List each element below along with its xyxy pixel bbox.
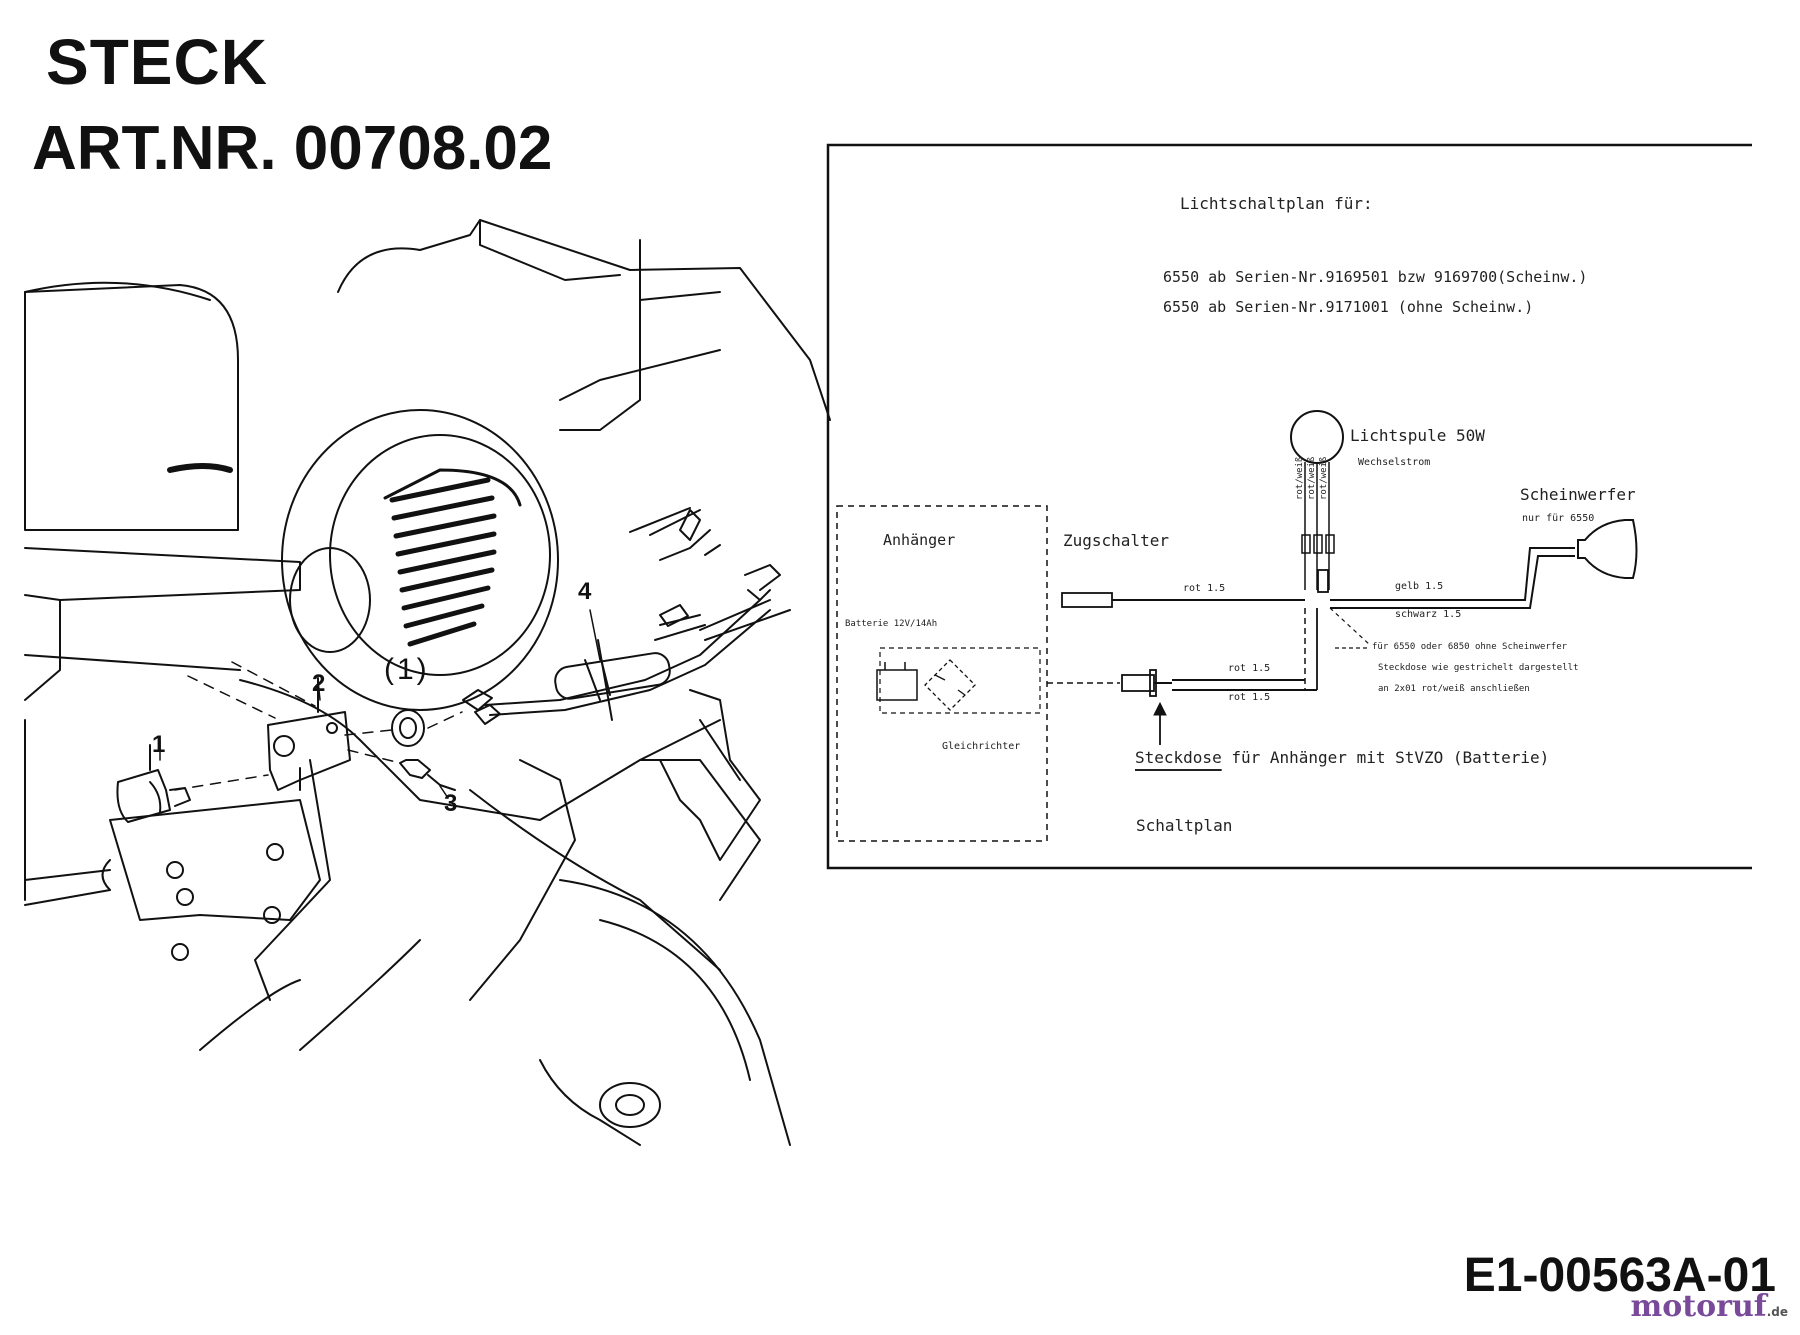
headlight-sublabel: nur für 6550 xyxy=(1522,513,1595,524)
trailer-label: Anhänger xyxy=(883,531,956,549)
schematic-caption: Schaltplan xyxy=(1136,816,1233,835)
callout-1: 1 xyxy=(152,731,166,758)
note-line-1: für 6550 oder 6850 ohne Scheinwerfer xyxy=(1372,642,1568,652)
callout-1-alt: (1) xyxy=(384,653,430,686)
socket-label: Steckdose für Anhänger mit StVZO (Batter… xyxy=(1135,750,1549,766)
watermark: motoruf.de xyxy=(1631,1292,1788,1322)
wiring-heading: Lichtschaltplan für: xyxy=(1180,194,1373,213)
wire-label-vertical-2: rot/weiß xyxy=(1307,456,1317,500)
wire-label-rot-1: rot 1.5 xyxy=(1183,583,1226,594)
callout-4: 4 xyxy=(578,578,592,605)
note-line-3: an 2x01 rot/weiß anschließen xyxy=(1378,684,1530,694)
watermark-main: motoruf xyxy=(1630,1289,1767,1324)
wire-label-rot-3: rot 1.5 xyxy=(1228,692,1271,703)
wire-label-rot-2: rot 1.5 xyxy=(1228,663,1271,674)
wire-label-gelb: gelb 1.5 xyxy=(1395,581,1444,592)
series-line-2: 6550 ab Serien-Nr.9171001 (ohne Scheinw.… xyxy=(1163,298,1534,316)
watermark-tld: .de xyxy=(1766,1305,1788,1319)
socket-label-rest: für Anhänger mit StVZO (Batterie) xyxy=(1231,748,1550,767)
headlight-label: Scheinwerfer xyxy=(1520,485,1636,504)
wire-label-vertical-1: rot/weiß xyxy=(1295,456,1305,500)
wire-label-vertical-3: rot/weiß xyxy=(1319,456,1329,500)
callout-3: 3 xyxy=(444,790,458,817)
wire-label-schwarz: schwarz 1.5 xyxy=(1395,609,1462,620)
series-line-1: 6550 ab Serien-Nr.9169501 bzw 9169700(Sc… xyxy=(1163,268,1588,286)
callout-2: 2 xyxy=(312,670,326,697)
drawing-code: E1-00563A-01 xyxy=(1463,1249,1776,1302)
coil-sublabel: Wechselstrom xyxy=(1358,457,1431,468)
article-number: ART.NR. 00708.02 xyxy=(32,114,553,183)
socket-label-prefix: Steckdose xyxy=(1135,748,1222,767)
pull-switch-label: Zugschalter xyxy=(1063,531,1169,550)
note-line-2: Steckdose wie gestrichelt dargestellt xyxy=(1378,663,1579,673)
coil-label: Lichtspule 50W xyxy=(1350,426,1485,445)
rectifier-label: Gleichrichter xyxy=(942,741,1021,752)
diagram-title: STECK xyxy=(46,26,268,98)
battery-label: Batterie 12V/14Ah xyxy=(845,619,938,629)
